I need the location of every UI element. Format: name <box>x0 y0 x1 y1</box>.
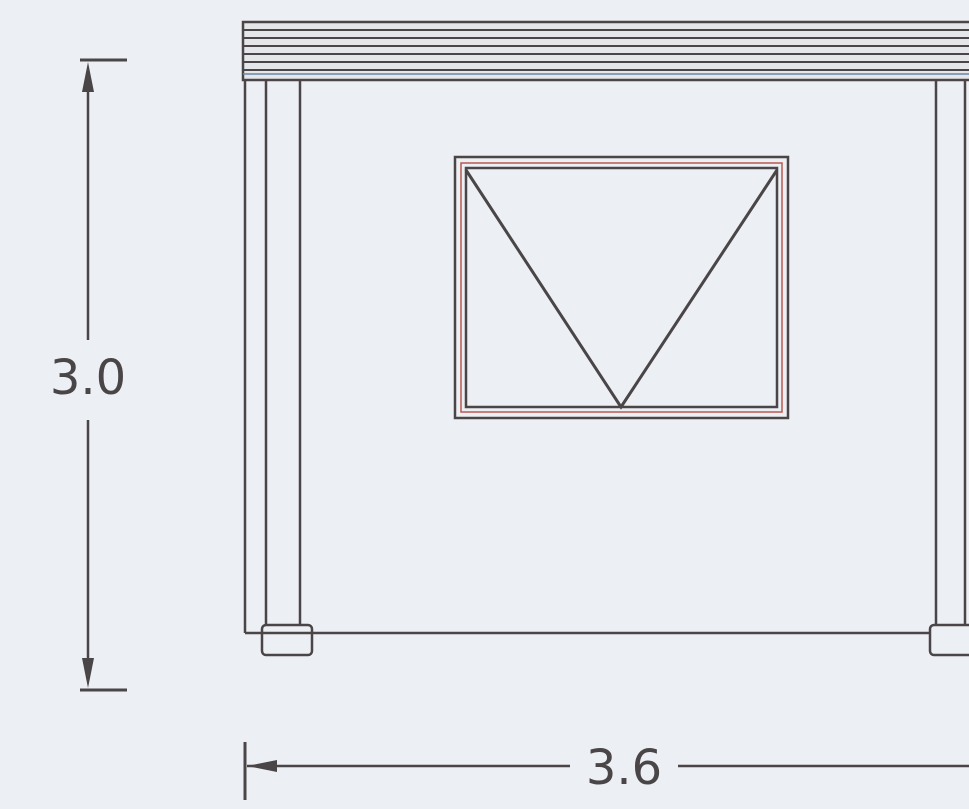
width-dimension <box>243 742 969 800</box>
height-dimension-arrow-up <box>82 62 94 92</box>
left-column-footing <box>260 623 314 657</box>
width-dimension-label: 3.6 <box>586 740 662 796</box>
height-dimension-label: 3.0 <box>50 350 126 406</box>
window <box>453 155 790 420</box>
right-column <box>928 80 969 657</box>
window-opening-indicator <box>464 169 779 410</box>
width-dimension-arrow-left <box>247 760 277 772</box>
window-frame-accent <box>460 162 783 413</box>
height-dimension <box>80 58 127 692</box>
window-outer-frame <box>453 155 790 420</box>
height-dimension-arrow-down <box>82 658 94 688</box>
right-column-footing <box>928 623 969 657</box>
roof-beam <box>241 20 969 82</box>
